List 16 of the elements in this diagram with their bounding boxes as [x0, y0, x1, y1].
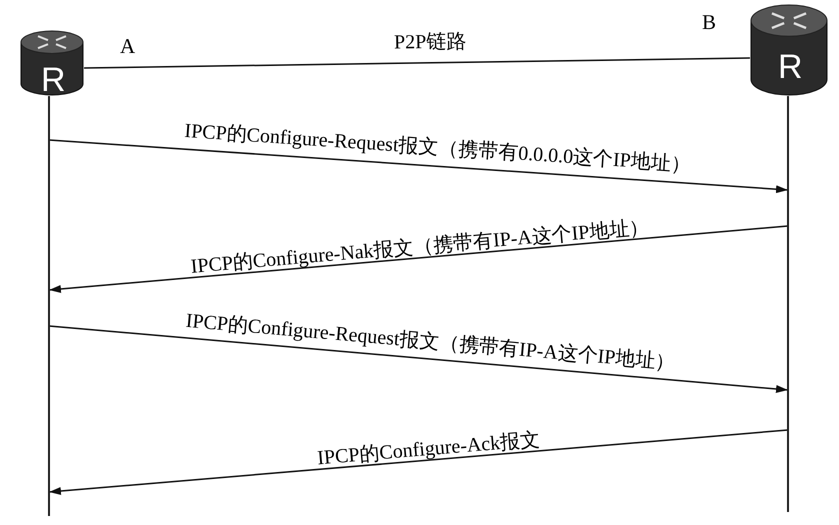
router-letter: R	[41, 63, 66, 97]
router-letter: R	[778, 50, 803, 84]
message-arrow	[48, 429, 788, 495]
message-arrow	[48, 139, 788, 194]
device-label: B	[702, 12, 716, 33]
edge-label: IPCP的Configure-Ack报文	[316, 428, 540, 470]
edge-label: IPCP的Configure-Nak报文（携带有IP-A这个IP地址）	[190, 216, 650, 278]
device-label: A	[120, 36, 136, 57]
link-line	[84, 57, 750, 69]
edge-label: IPCP的Configure-Request报文（携带有0.0.0.0这个IP地址）	[183, 120, 691, 176]
message-arrow	[48, 225, 788, 293]
edge-label: P2P链路	[394, 30, 466, 54]
lifeline	[48, 96, 50, 516]
edge-label: IPCP的Configure-Request报文（携带有IP-A这个IP地址）	[184, 310, 676, 374]
lifeline	[787, 96, 789, 512]
message-arrow	[48, 325, 788, 393]
